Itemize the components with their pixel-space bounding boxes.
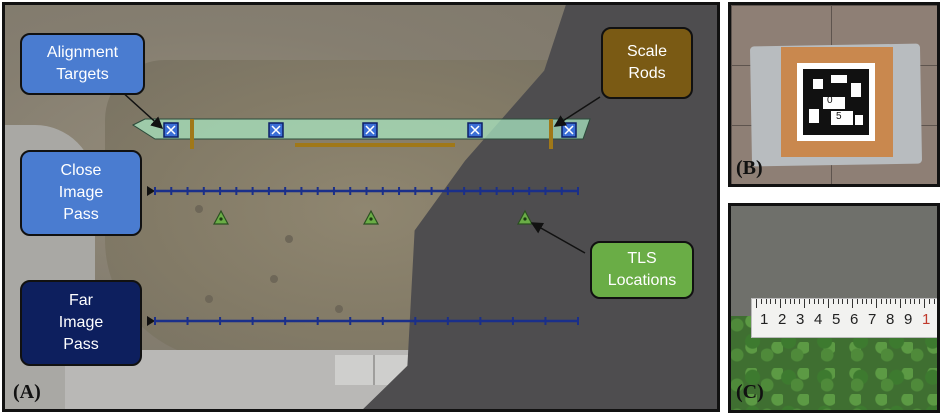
ruler-tick [794,299,796,304]
target-code-bottom: 5 [836,111,842,122]
tls-marker-dot [369,217,373,221]
wall-background [731,206,937,316]
ruler-tick [808,299,810,304]
aruco-marker [797,63,875,141]
ruler-tick [837,299,839,304]
track-start-arrow [147,186,155,196]
tree-trunk [335,305,343,313]
tree-trunk [205,295,213,303]
callout-tls-locations: TLS Locations [590,241,694,299]
callout-close-image-pass-text: Close Image Pass [58,162,104,223]
callout-far-image-pass-text: Far Image Pass [58,292,104,353]
target-x-icon [166,125,176,135]
tls-marker-dot [523,217,527,221]
ruler-number: 2 [778,311,787,328]
scale-rod-horizontal [295,143,455,147]
ruler-number: 1 [922,311,931,328]
target-x-icon [365,125,375,135]
close-pass-track [147,186,579,196]
panel-b-target-photo: 0 5 (B) [728,2,940,187]
ruler-tick [856,299,858,304]
target-strip [131,118,591,140]
panel-label-b: (B) [736,157,763,179]
ruler-tick [813,299,815,304]
ruler-number: 4 [814,311,823,328]
ruler-tick [909,299,911,304]
callout-close-image-pass: Close Image Pass [20,150,142,236]
ruler-tick [842,299,844,304]
ruler-tick [919,299,921,304]
ruler-tick [756,299,757,308]
ruler-tick [933,299,935,304]
ruler-tick [770,299,772,304]
ruler-tick [866,299,868,304]
callout-alignment-targets: Alignment Targets [20,33,145,95]
ruler-tick [832,299,834,304]
target-x-icon [470,125,480,135]
alignment-targets-group [163,122,577,138]
track-start-arrow [147,316,155,326]
alignment-arrow [119,89,164,130]
ruler-number: 5 [832,311,841,328]
ruler-tick [852,299,853,308]
tls-arrow [530,222,586,254]
ruler-tick [861,299,863,304]
ruler-tick [775,299,777,304]
ruler-tick [885,299,887,304]
ruler-number: 3 [796,311,805,328]
target-x-icon [271,125,281,135]
ruler-tick [804,299,805,308]
target-code-top: 0 [827,95,833,106]
ruler-tick [828,299,829,308]
ruler-tick [900,299,901,308]
ruler-tick [823,299,825,304]
ruler-tick [890,299,892,304]
ruler-tick [928,299,930,304]
ruler-tick [904,299,906,304]
tree-trunk [285,235,293,243]
ruler-tick [780,299,781,308]
ruler-tick [799,299,801,304]
ruler-number: 8 [886,311,895,328]
ruler-tick [765,299,767,304]
ruler-number: 7 [868,311,877,328]
panel-a-site-overview: Alignment Targets Scale Rods Close Image… [2,2,720,412]
ruler-number: 9 [904,311,913,328]
target-x-icon [564,125,574,135]
callout-scale-rods: Scale Rods [601,27,693,99]
ruler-tick [895,299,897,304]
scale-rod-left [190,119,194,149]
scale-arrow [553,96,601,127]
tree-trunk [195,205,203,213]
ruler-tick [789,299,791,304]
ruler-tick [876,299,877,308]
callout-far-image-pass: Far Image Pass [20,280,142,366]
panel-a-overlay [119,89,601,326]
ruler-number: 1 [760,311,769,328]
callout-tls-locations-text: TLS Locations [607,250,677,289]
ruler-tick [818,299,820,304]
ruler-tick [880,299,882,304]
tls-marker-dot [219,217,223,221]
ruler-tick [784,299,786,304]
callout-alignment-targets-text: Alignment Targets [46,44,119,83]
ruler-number: 6 [850,311,859,328]
ruler-tick [871,299,873,304]
panel-label-c: (C) [736,381,764,403]
ruler-tick [760,299,762,304]
ruler-tick [847,299,849,304]
ruler-tick [938,299,939,304]
panel-label-a: (A) [13,381,41,403]
scale-rod-right [549,119,553,149]
far-pass-track [147,316,579,326]
callout-scale-rods-text: Scale Rods [626,43,668,82]
tree-trunk [270,275,278,283]
ruler-tick [914,299,916,304]
ruler-tick [924,299,925,308]
